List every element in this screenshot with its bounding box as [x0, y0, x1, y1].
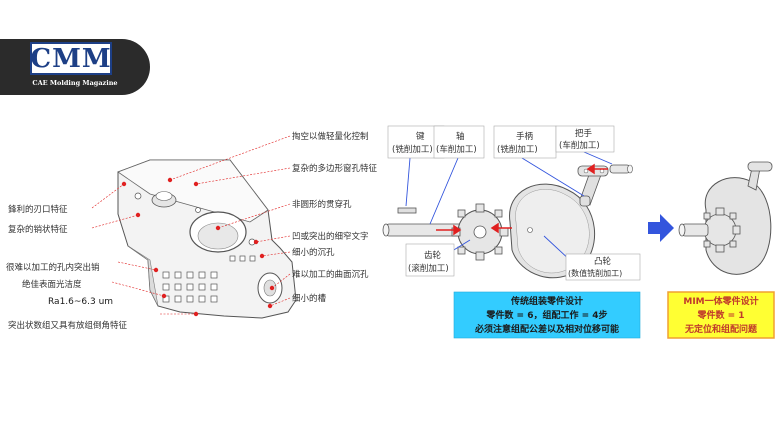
cam-process: (数值铣削加工)	[568, 268, 622, 278]
key-part	[397, 207, 417, 214]
crank-process: (铣削加工)	[497, 144, 538, 155]
label-hollow-lightweight: 掏空以做轻量化控制	[292, 131, 369, 142]
label-complex-pin: 复杂的销状特征	[8, 224, 68, 235]
key-name: 键	[416, 131, 425, 142]
label-polygon-window: 复杂的多边形窗孔特征	[292, 163, 378, 174]
shaft-label-box	[433, 125, 485, 159]
crank-label-box	[493, 125, 557, 159]
label-inner-pin: 很难以加工的孔内突出销	[6, 262, 100, 273]
cmm-logo: CMM	[30, 42, 112, 75]
handle-label-box	[555, 125, 615, 153]
logo-tagline: CAE Molding Magazine	[32, 79, 118, 87]
mim-note: 无定位和组配问题	[684, 323, 758, 335]
gear-name: 齿轮	[424, 250, 442, 261]
mim-design-box: MIM一体零件设计 零件数 = 1 无定位和组配问题	[667, 291, 775, 339]
handle-name: 把手	[575, 128, 593, 139]
gear-part	[451, 203, 509, 261]
left-part-illustration	[91, 135, 297, 319]
traditional-count: 零件数 = 6，组配工作 = 4步	[485, 309, 607, 321]
traditional-design-box: 传统组装零件设计 零件数 = 6，组配工作 = 4步 必须注意组配公差以及相对位…	[453, 291, 641, 339]
traditional-title: 传统组装零件设计	[510, 295, 583, 307]
traditional-note: 必须注意组配公差以及相对位移可能	[474, 323, 619, 335]
crank-name: 手柄	[516, 131, 534, 142]
handle-part	[609, 164, 633, 174]
mim-part-illustration	[678, 161, 773, 275]
right-labels-left-part: 掏空以做轻量化控制 复杂的多边形窗孔特征 非圆形的贯穿孔 凹或突出的细窄文字 细…	[292, 131, 378, 304]
mim-count: 零件数 = 1	[696, 309, 744, 321]
label-surface-finish: 绝佳表面光洁度	[22, 279, 82, 290]
gear-label-box	[405, 243, 455, 277]
transform-arrow-icon	[648, 214, 674, 242]
cam-name: 凸轮	[594, 256, 612, 267]
assembly-illustration: 键 (铣削加工) 轴 (车削加工) 手柄 (铣削加工) 把手 (车削加工) 齿轮…	[382, 125, 641, 281]
label-curved-counterbore: 难以加工的曲面沉孔	[292, 269, 369, 280]
cam-label-box	[565, 253, 641, 281]
assembly-arrows	[436, 163, 608, 236]
label-roughness: Ra1.6~6.3 um	[48, 297, 113, 307]
label-small-counterbore: 细小的沉孔	[292, 247, 335, 258]
shaft-process: (车削加工)	[436, 144, 477, 155]
label-array-chamfer: 突出状数组又具有放组倒角特征	[8, 320, 128, 331]
shaft-name: 轴	[456, 131, 465, 142]
key-process: (铣削加工)	[392, 144, 433, 155]
left-labels: 鋒利的刃口特征 复杂的销状特征 很难以加工的孔内突出销 绝佳表面光洁度 Ra1.…	[6, 204, 128, 331]
mim-title: MIM一体零件设计	[683, 295, 758, 307]
logo-badge: CMM CAE Molding Magazine	[0, 39, 150, 95]
gear-process: (滚削加工)	[408, 263, 449, 274]
handle-process: (车削加工)	[559, 140, 600, 151]
label-sharp-edge: 鋒利的刃口特征	[8, 204, 68, 215]
label-small-slot: 细小的槽	[292, 293, 327, 304]
label-narrow-text: 凹或突出的细窄文字	[292, 231, 369, 242]
logo-brand: CMM	[30, 43, 112, 74]
label-noncircular-hole: 非圆形的贯穿孔	[292, 199, 352, 210]
